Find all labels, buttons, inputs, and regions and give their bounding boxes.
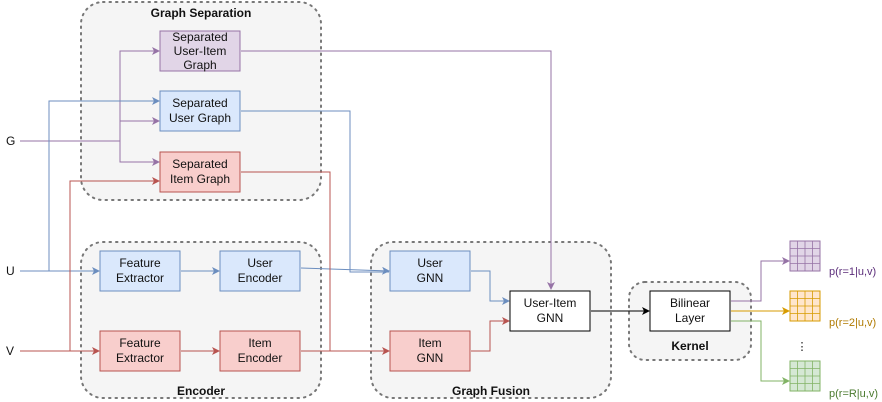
node-label: Item xyxy=(418,336,441,350)
edge-bilinear-to-pR xyxy=(731,320,790,385)
node-user-gnn: User GNN xyxy=(389,250,471,292)
edge-g-to-sep-user-item xyxy=(119,47,160,141)
node-label: Layer xyxy=(675,311,705,325)
input-g: G xyxy=(6,134,15,148)
edges-purple xyxy=(20,47,555,290)
node-label: Extractor xyxy=(116,271,164,285)
edges-red xyxy=(20,171,510,355)
node-label: Extractor xyxy=(116,351,164,365)
edge-sep-item-to-item-gnn xyxy=(241,171,331,351)
encoder-label: Encoder xyxy=(177,384,225,398)
node-label: Item Graph xyxy=(170,172,230,186)
node-label: User Graph xyxy=(169,111,231,125)
graph-separation-label: Graph Separation xyxy=(151,6,252,20)
edges-blue xyxy=(20,97,510,305)
edge-v-to-sep-item xyxy=(69,177,160,351)
edge-sep-user-item-to-ui-gnn xyxy=(241,50,555,290)
node-label: Feature xyxy=(119,336,161,350)
node-user-encoder: User Encoder xyxy=(219,250,301,292)
output-label-p1: p(r=1|u,v) xyxy=(829,266,876,278)
node-label: Separated xyxy=(172,96,227,110)
node-label: Separated xyxy=(172,157,227,171)
node-label: Graph xyxy=(183,58,216,72)
node-label: GNN xyxy=(417,271,444,285)
node-bilinear-layer: Bilinear Layer xyxy=(649,290,731,332)
input-v: V xyxy=(6,344,14,358)
node-item-encoder: Item Encoder xyxy=(219,330,301,372)
node-label: Separated xyxy=(172,30,227,44)
edge-sep-user-to-user-gnn xyxy=(241,110,389,273)
edge-item-gnn-to-ui-gnn xyxy=(471,317,510,352)
edge-g-to-sep-user xyxy=(119,117,160,141)
node-label: Bilinear xyxy=(670,296,710,310)
output-ellipsis: ⋮ xyxy=(797,341,808,353)
output-matrix-p1-icon xyxy=(789,240,821,272)
output-matrix-p2-icon xyxy=(789,290,821,322)
node-label: User xyxy=(417,256,442,270)
edge-g-to-sep-item xyxy=(119,141,160,166)
output-label-p2: p(r=2|u,v) xyxy=(829,317,876,329)
node-label: User-Item xyxy=(524,296,577,310)
node-feature-extractor-item: Feature Extractor xyxy=(99,330,181,372)
node-label: Encoder xyxy=(238,351,283,365)
kernel-label: Kernel xyxy=(671,339,708,353)
edge-u-to-sep-user xyxy=(48,97,160,271)
node-label: Encoder xyxy=(238,271,283,285)
node-label: GNN xyxy=(537,311,564,325)
node-label: Item xyxy=(248,336,271,350)
node-label: GNN xyxy=(417,351,444,365)
node-separated-item-graph: Separated Item Graph xyxy=(159,151,241,193)
node-separated-user-graph: Separated User Graph xyxy=(159,90,241,132)
graph-fusion-label: Graph Fusion xyxy=(452,384,530,398)
node-separated-user-item-graph: Separated User-Item Graph xyxy=(159,30,241,72)
node-feature-extractor-user: Feature Extractor xyxy=(99,250,181,292)
edge-user-enc-to-user-gnn xyxy=(300,266,390,275)
node-item-gnn: Item GNN xyxy=(389,330,471,372)
node-user-item-gnn: User-Item GNN xyxy=(509,290,591,332)
input-u: U xyxy=(6,264,15,278)
edge-user-gnn-to-ui-gnn xyxy=(471,270,510,305)
edge-bilinear-to-p1 xyxy=(731,257,790,302)
node-label: User-Item xyxy=(174,44,227,58)
node-label: User xyxy=(247,256,272,270)
output-label-pR: p(r=R|u,v) xyxy=(829,388,878,400)
output-matrix-pR-icon xyxy=(789,360,821,392)
node-label: Feature xyxy=(119,256,161,270)
